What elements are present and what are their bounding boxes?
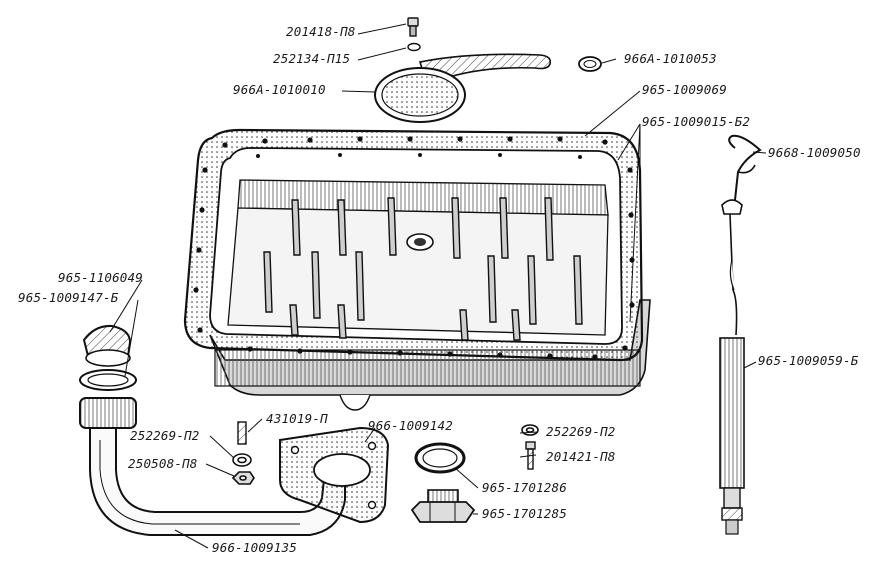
label-washer-left: 252269-П2 bbox=[130, 428, 200, 443]
stud bbox=[237, 421, 247, 445]
label-washer-right: 252269-П2 bbox=[546, 424, 616, 439]
label-bolt-top: 201418-П8 bbox=[286, 24, 356, 39]
bolt-top bbox=[407, 17, 419, 37]
flange bbox=[279, 426, 390, 524]
label-flange: 966-1009142 bbox=[368, 418, 453, 433]
label-nut: 250508-П8 bbox=[128, 456, 198, 471]
label-filter-cover: 966А-1010010 bbox=[233, 82, 326, 97]
filter-cover bbox=[374, 67, 466, 123]
washer-left bbox=[232, 453, 252, 467]
label-bolt-right: 201421-П8 bbox=[546, 449, 616, 464]
bolt-right bbox=[525, 441, 536, 470]
leader-lines bbox=[109, 23, 767, 549]
filler-cap bbox=[82, 324, 132, 367]
label-pan-assembly: 965-1009069 bbox=[642, 82, 727, 97]
gasket-small bbox=[578, 56, 602, 72]
label-cap-gasket: 965-1009147-Б bbox=[18, 290, 119, 305]
label-ring-gasket: 965-1701286 bbox=[482, 480, 567, 495]
label-dipstick-tube: 965-1009059-Б bbox=[758, 353, 859, 368]
label-gasket-small: 966А-1010053 bbox=[624, 51, 717, 66]
washer-right bbox=[521, 424, 539, 436]
oil-pan bbox=[183, 128, 651, 411]
dipstick bbox=[719, 134, 762, 535]
washer-top bbox=[407, 42, 421, 52]
label-pan-gaskets: 965-1009015-Б2 bbox=[642, 114, 751, 129]
drain-plug bbox=[410, 489, 476, 523]
label-washer-top: 252134-П15 bbox=[273, 51, 351, 66]
nut bbox=[231, 471, 255, 485]
ring-gasket bbox=[414, 442, 466, 474]
label-drain-plug: 965-1701285 bbox=[482, 506, 567, 521]
cap-gasket bbox=[79, 369, 137, 391]
label-cap: 965-1106049 bbox=[58, 270, 143, 285]
label-filler-pipe: 966-1009135 bbox=[212, 540, 297, 555]
label-dipstick-top: 9668-1009050 bbox=[768, 145, 861, 160]
label-stud: 431019-П bbox=[266, 411, 328, 426]
